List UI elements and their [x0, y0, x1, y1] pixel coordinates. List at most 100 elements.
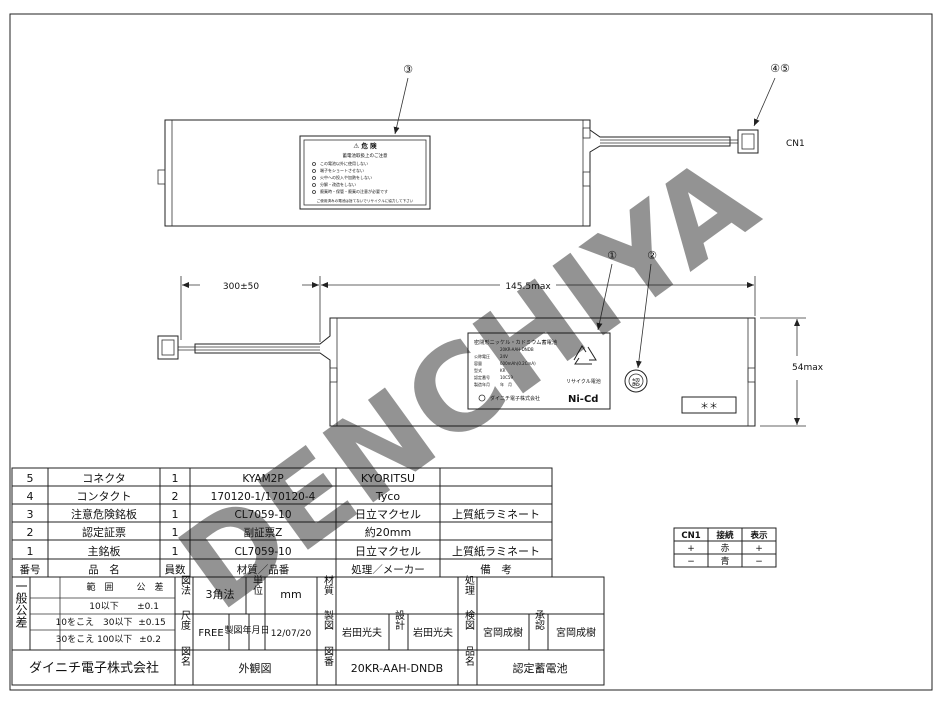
seal-mark: 認: [632, 377, 640, 387]
drawing-name: 外観図: [239, 661, 272, 675]
tol-value: 10をこえ 30以下: [56, 617, 133, 628]
rating-key: 認定番号: [474, 374, 490, 380]
approve-label: 承認: [533, 610, 545, 631]
connector-top: [737, 129, 759, 154]
rating-val: KR: [500, 368, 506, 373]
drawing-no-label: 図番: [322, 646, 334, 667]
tol-value: ±0.1: [137, 602, 159, 612]
method: 3角法: [206, 587, 235, 601]
scale-label: 尺度: [179, 610, 191, 631]
method-label: 図法: [179, 575, 191, 596]
bom-cell: CL7059-10: [234, 509, 291, 521]
rating-model: 20KR-AAH-DNDB: [500, 347, 534, 352]
date: 12/07/20: [271, 629, 312, 639]
product: 認定蓄電池: [513, 661, 568, 675]
warning-line: 廃棄時・保管・廃棄の注意が必要です: [320, 188, 388, 194]
bom-header: 番号: [20, 564, 41, 576]
certification-seal: 認: [624, 369, 648, 393]
conn-header: 表示: [749, 530, 768, 541]
company-name: ダイニチ電子株式会社: [29, 660, 159, 676]
parts-list-table: [11, 467, 553, 578]
treat-label: 処理: [463, 574, 475, 595]
tol-range: 範 囲: [86, 581, 113, 593]
bom-cell: 1: [172, 526, 179, 539]
callout-2: ②: [647, 249, 657, 262]
connector-pin-table: [673, 527, 777, 568]
tol-value: 30をこえ 100以下: [56, 634, 133, 645]
drafter: 岩田光夫: [342, 626, 382, 639]
tolerance-title-1: 一般公差: [14, 580, 28, 628]
warning-subtitle: 蓄電池取扱上のご注意: [343, 152, 388, 159]
title-block: [11, 576, 605, 686]
product-label: 品名: [463, 646, 475, 667]
bom-cell: 4: [27, 490, 34, 503]
tol-head: 公 差: [136, 581, 163, 593]
warning-line: 端子をショートさせない: [320, 167, 364, 173]
conn-cell: +: [687, 544, 695, 554]
warning-label: ⚠ 危 険 蓄電池取扱上のご注意 この電池以外に使用しない 端子をショートさせな…: [299, 135, 431, 210]
bom-cell: 1: [27, 545, 34, 558]
rating-label: 密閉形ニッケル・カドミウム蓄電池 20KR-AAH-DNDB 公称電圧 24V …: [467, 332, 611, 410]
warning-title: ⚠ 危 険: [353, 141, 377, 150]
dim-body-height: 54max: [792, 363, 824, 373]
bom-cell: 上質紙ラミネート: [452, 507, 540, 521]
material-label: 材質: [322, 574, 334, 596]
bom-cell: Tyco: [375, 490, 401, 503]
recycle-icon: [573, 345, 597, 365]
checker: 宮岡成樹: [483, 626, 523, 639]
bom-cell: 上質紙ラミネート: [452, 544, 540, 558]
bom-cell: 副証票Z: [244, 526, 283, 539]
bom-cell: 2: [172, 490, 179, 503]
bom-header: 員数: [165, 563, 186, 576]
drawing-no: 20KR-AAH-DNDB: [351, 662, 443, 675]
callout-1: ①: [607, 249, 617, 262]
recycle-text: リサイクル電池: [566, 378, 601, 385]
bom-cell: 170120-1/170120-4: [211, 491, 316, 503]
bom-cell: コネクタ: [82, 472, 126, 485]
check-label: 検図: [463, 609, 475, 630]
conn-cell: −: [755, 557, 763, 567]
chemistry-text: Ni-Cd: [568, 394, 598, 405]
callout-3: ③: [403, 63, 413, 76]
conn-cell: 青: [720, 555, 729, 567]
drawing-name-label: 図名: [179, 646, 191, 667]
battery-front-view: [157, 317, 756, 427]
designer: 岩田光夫: [413, 626, 453, 639]
drafter-label: 製図: [322, 609, 334, 630]
callout-4-5: ④⑤: [770, 62, 790, 75]
dim-body-length: 145.5max: [505, 282, 551, 292]
bom-cell: 1: [172, 472, 179, 485]
rating-key: 公称電圧: [474, 353, 490, 359]
rating-val: 24V: [500, 354, 508, 359]
bom-cell: 1: [172, 545, 179, 558]
bom-cell: 2: [27, 526, 34, 539]
sheet-border: [9, 13, 933, 691]
unit-label: 単位: [251, 574, 263, 595]
dimensions: 300±50 145.5max 54max: [180, 276, 824, 427]
tol-value: ±0.15: [138, 618, 166, 628]
bom-cell: 1: [172, 508, 179, 521]
warning-line: この電池以外に使用しない: [320, 160, 368, 166]
bom-cell: KYAM2P: [242, 473, 283, 485]
dim-lead-length: 300±50: [223, 282, 259, 292]
conn-cell: −: [687, 557, 695, 567]
bom-cell: コンタクト: [77, 490, 132, 503]
rating-key: 製造年月: [474, 381, 490, 387]
bom-cell: 注意危険銘板: [71, 507, 137, 521]
unit: mm: [280, 588, 301, 601]
bom-cell: 5: [27, 472, 34, 485]
approver: 宮岡成樹: [556, 626, 596, 639]
warning-line: 火中への投入や加熱をしない: [320, 174, 372, 180]
tol-value: 10以下: [89, 602, 118, 612]
rating-company: ダイニチ電子株式会社: [490, 395, 540, 402]
rating-key: 容量: [474, 360, 482, 366]
rating-val: 600mAh(0.2CmA): [500, 361, 536, 366]
bom-header: 備 考: [480, 563, 512, 576]
conn-cell: 赤: [720, 543, 729, 554]
bom-cell: 認定証票: [82, 525, 126, 539]
bom-header: 品 名: [88, 563, 120, 576]
bom-cell: 日立マクセル: [355, 507, 421, 521]
bom-cell: KYORITSU: [361, 472, 415, 485]
company-mark-icon: [478, 394, 486, 402]
